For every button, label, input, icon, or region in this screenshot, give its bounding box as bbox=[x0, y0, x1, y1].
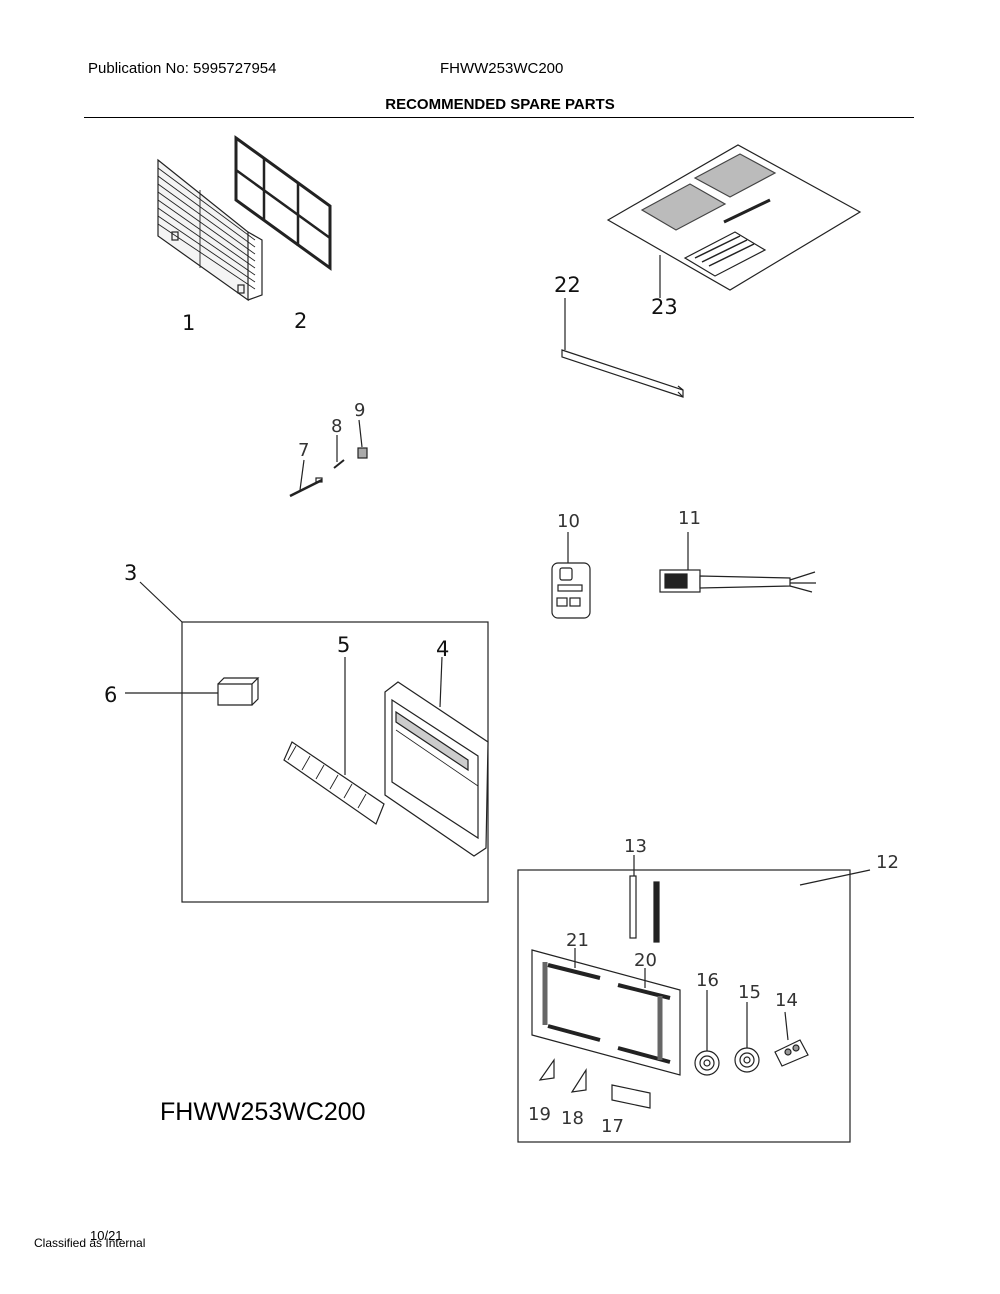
part-10-remote bbox=[551, 532, 591, 619]
callout-23: 23 bbox=[651, 295, 678, 319]
callout-13: 13 bbox=[624, 836, 647, 857]
model-number: FHWW253WC200 bbox=[440, 60, 564, 77]
callout-4: 4 bbox=[436, 637, 449, 661]
part-23-label-sheet bbox=[606, 144, 862, 291]
callout-2: 2 bbox=[294, 309, 307, 333]
callout-12: 12 bbox=[876, 852, 899, 873]
callout-9: 9 bbox=[354, 400, 365, 421]
part-12-installation-kit bbox=[517, 855, 871, 1143]
callout-7: 7 bbox=[298, 440, 309, 461]
callout-19: 19 bbox=[528, 1104, 551, 1125]
callout-20: 20 bbox=[634, 950, 657, 971]
parts-7-8-9-small bbox=[289, 419, 368, 498]
footer-model-number: FHWW253WC200 bbox=[160, 1098, 366, 1126]
part-1-front-grille bbox=[157, 158, 263, 302]
callout-1: 1 bbox=[182, 311, 195, 335]
callout-21: 21 bbox=[566, 930, 589, 951]
callout-5: 5 bbox=[337, 633, 350, 657]
footer-date: 10/21 bbox=[90, 1228, 123, 1243]
callout-11: 11 bbox=[678, 508, 701, 529]
part-2-filter bbox=[234, 135, 332, 271]
callout-15: 15 bbox=[738, 982, 761, 1003]
part-11-power-cord bbox=[659, 532, 816, 593]
callout-16: 16 bbox=[696, 970, 719, 991]
callout-22: 22 bbox=[554, 273, 581, 297]
part-3-front-panel-assembly bbox=[125, 581, 489, 903]
callout-6: 6 bbox=[104, 683, 117, 707]
page-title: RECOMMENDED SPARE PARTS bbox=[385, 96, 615, 113]
callout-3: 3 bbox=[124, 561, 137, 585]
callout-14: 14 bbox=[775, 990, 798, 1011]
callout-17: 17 bbox=[601, 1116, 624, 1137]
part-22-rail bbox=[561, 298, 684, 398]
callout-8: 8 bbox=[331, 416, 342, 437]
footer-classification: Classified as Internal bbox=[34, 1236, 146, 1250]
callout-18: 18 bbox=[561, 1108, 584, 1129]
header-rule bbox=[84, 117, 914, 118]
callout-10: 10 bbox=[557, 511, 580, 532]
publication-number: Publication No: 5995727954 bbox=[88, 60, 277, 77]
